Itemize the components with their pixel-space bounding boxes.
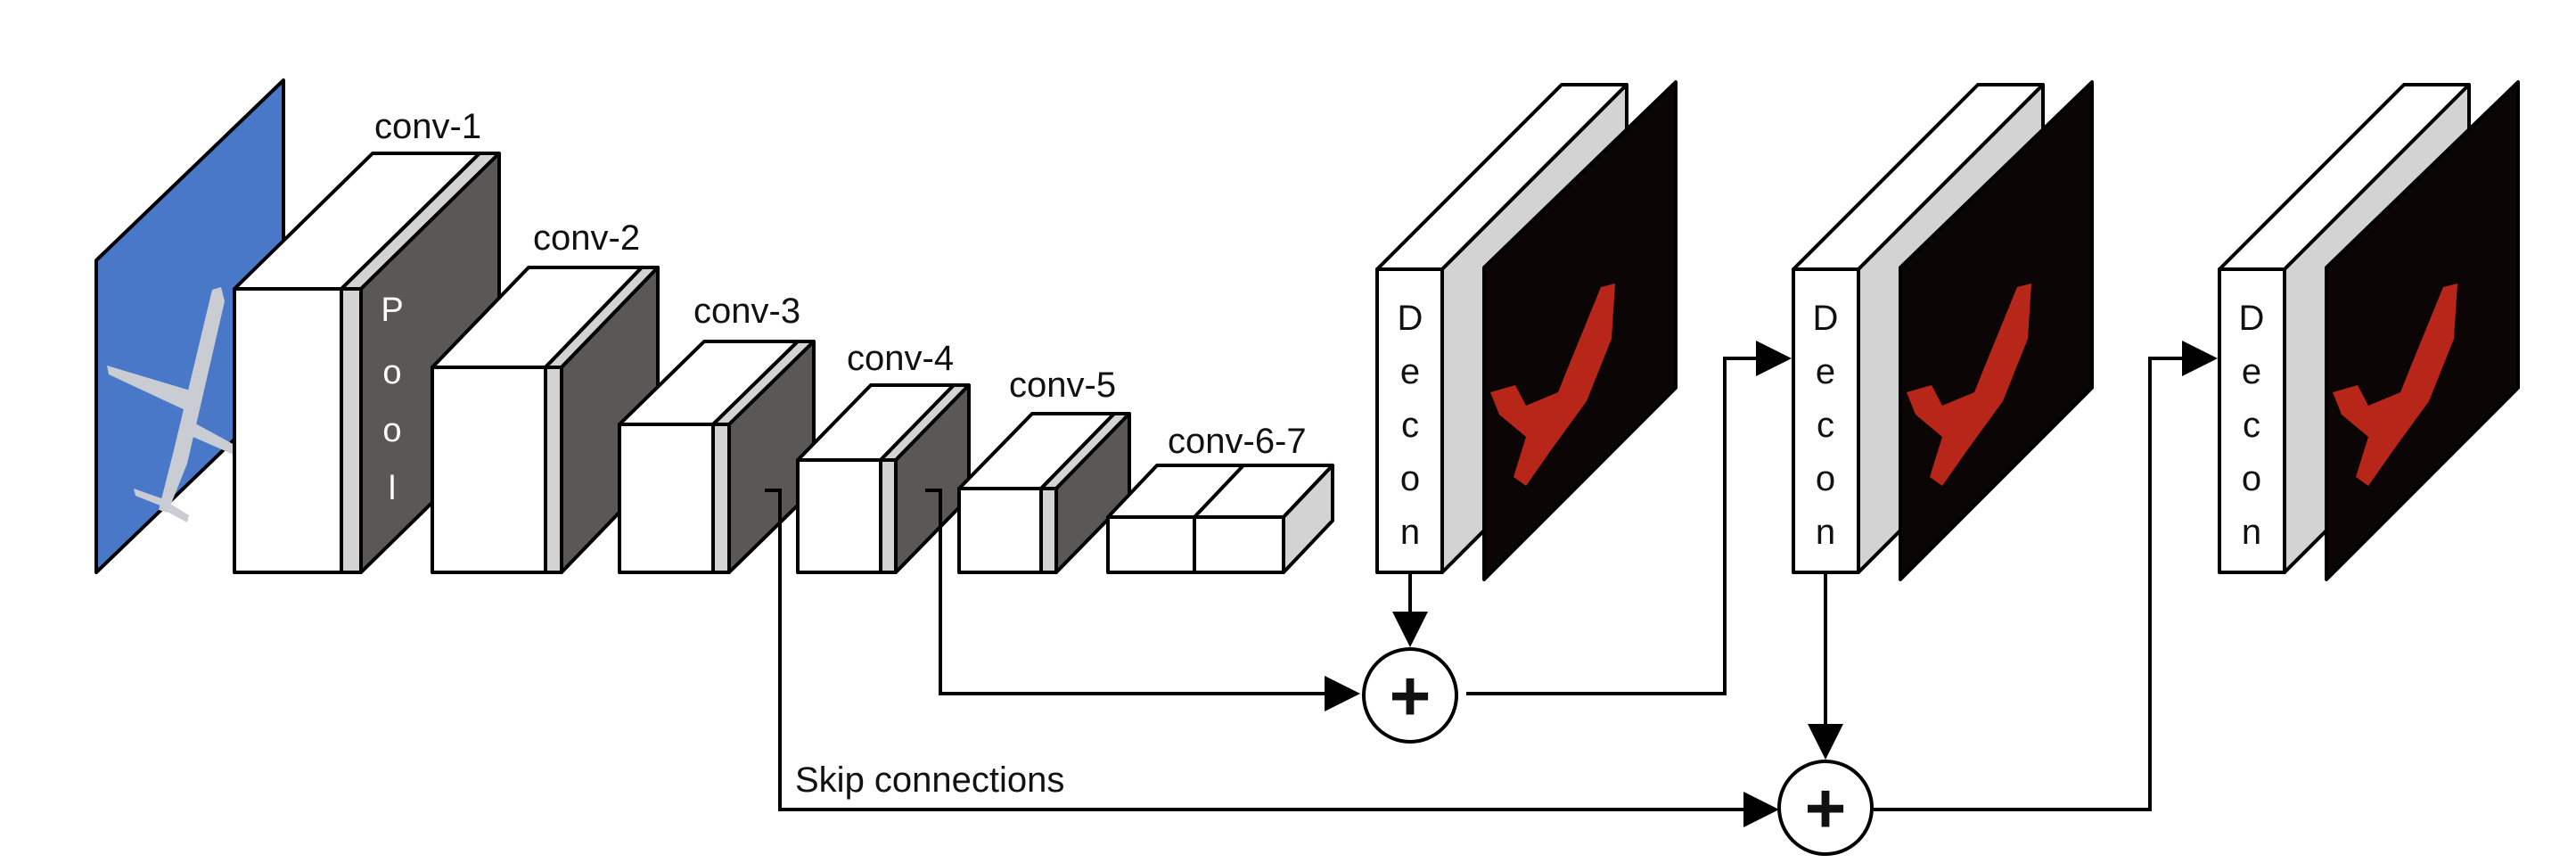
decon-letter: o [2242,459,2261,498]
output-fcn16s [1899,80,2094,581]
decon-label-2: D e c o n [1813,299,1839,552]
decon-letter: e [1816,352,1835,391]
label-conv4: conv-4 [847,339,954,378]
label-conv1: conv-1 [374,107,481,146]
arrow-sum2-to-decon3 [1874,341,2218,811]
decon-letter: D [2239,299,2265,338]
decon-letter: n [1816,513,1835,552]
sum-node-1: + [1362,647,1458,744]
decon-label-3: D e c o n [2239,299,2265,552]
decon-letter: D [1813,299,1839,338]
sum-symbol: + [1805,768,1847,848]
label-conv5: conv-5 [1009,366,1116,405]
pool-label: P o o l [381,292,403,507]
conv3-block [618,340,816,574]
mask-fcn32s [1490,284,1615,486]
input-image [94,78,285,574]
mask-fcn16s [1907,284,2031,486]
conv5-block [957,412,1131,574]
label-skip-connections: Skip connections [795,760,1064,800]
output-fcn32s [1482,80,1678,581]
pool-letter: o [382,412,401,449]
conv2-block [431,266,660,574]
decon-label-1: D e c o n [1398,299,1423,552]
airplane-icon [107,287,236,522]
decon-letter: c [2243,406,2260,445]
skip-conv3-to-sum2 [765,489,1779,827]
output-fcn8s [2325,80,2520,581]
arrow-sum1-to-decon2 [1466,341,1792,695]
sum-symbol: + [1390,656,1432,736]
pool-letter: l [389,470,396,507]
pool-letter: o [382,354,401,391]
decon-letter: o [1400,459,1420,498]
decon-letter: e [2242,352,2261,391]
decon-letter: n [1400,513,1420,552]
skip-conv4-to-sum1 [925,489,1360,711]
sum-node-2: + [1777,760,1874,856]
mask-fcn8s [2333,284,2457,486]
conv4-block [796,383,971,574]
decon-letter: e [1400,352,1420,391]
conv67-block [1106,464,1334,574]
decon-letter: o [1816,459,1835,498]
label-conv3: conv-3 [693,292,800,331]
decon-letter: D [1398,299,1423,338]
decon-letter: c [1817,406,1834,445]
label-conv2: conv-2 [533,218,640,258]
pool-letter: P [381,292,403,329]
decon-letter: c [1401,406,1419,445]
label-conv67: conv-6-7 [1168,422,1307,461]
decon-letter: n [2242,513,2261,552]
